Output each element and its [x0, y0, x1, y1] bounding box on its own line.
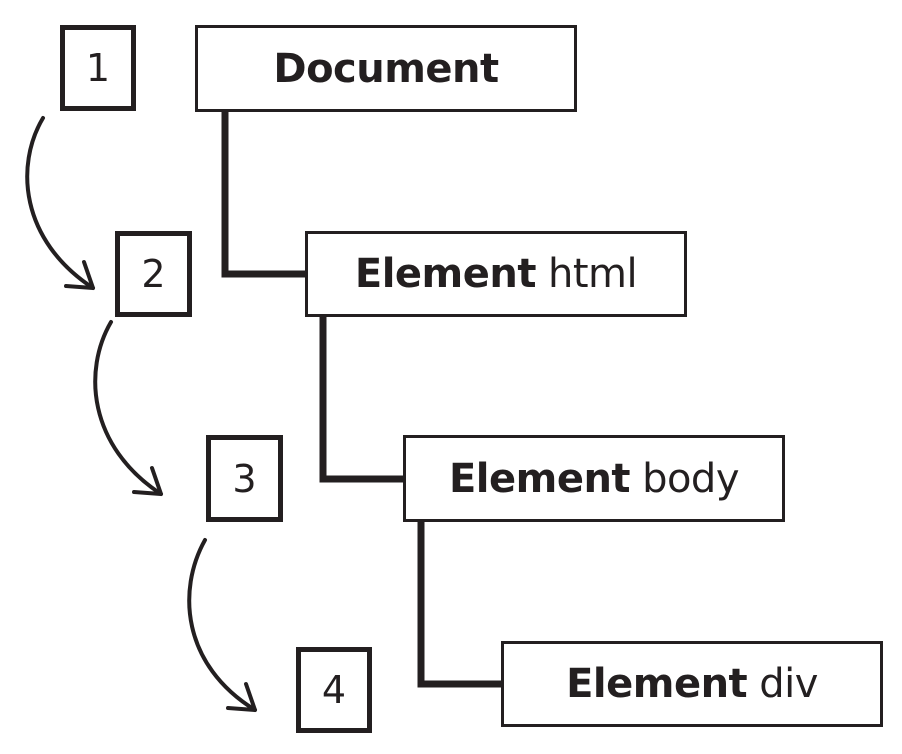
node-kind: Element [566, 661, 748, 707]
connector-body-div [417, 522, 501, 688]
arrow-3-to-4 [187, 538, 257, 712]
node-kind: Element [448, 455, 631, 502]
node-document: Document [195, 25, 577, 112]
node-kind: Element [354, 251, 537, 297]
node-element-div: Element div [501, 641, 883, 727]
node-tag: html [547, 251, 638, 297]
step-number-4: 4 [296, 647, 372, 733]
node-tag: div [759, 661, 818, 707]
step-number-2: 2 [115, 231, 192, 317]
node-kind: Document [273, 45, 499, 92]
step-number-1: 1 [60, 25, 136, 111]
connector-html-body [319, 317, 403, 483]
node-tag: body [642, 455, 739, 502]
step-number-3: 3 [206, 435, 283, 522]
arrow-1-to-2 [25, 116, 95, 290]
node-element-body: Element body [403, 435, 785, 522]
node-element-html: Element html [305, 231, 687, 317]
arrow-2-to-3 [93, 320, 163, 496]
connector-document-html [221, 112, 305, 278]
